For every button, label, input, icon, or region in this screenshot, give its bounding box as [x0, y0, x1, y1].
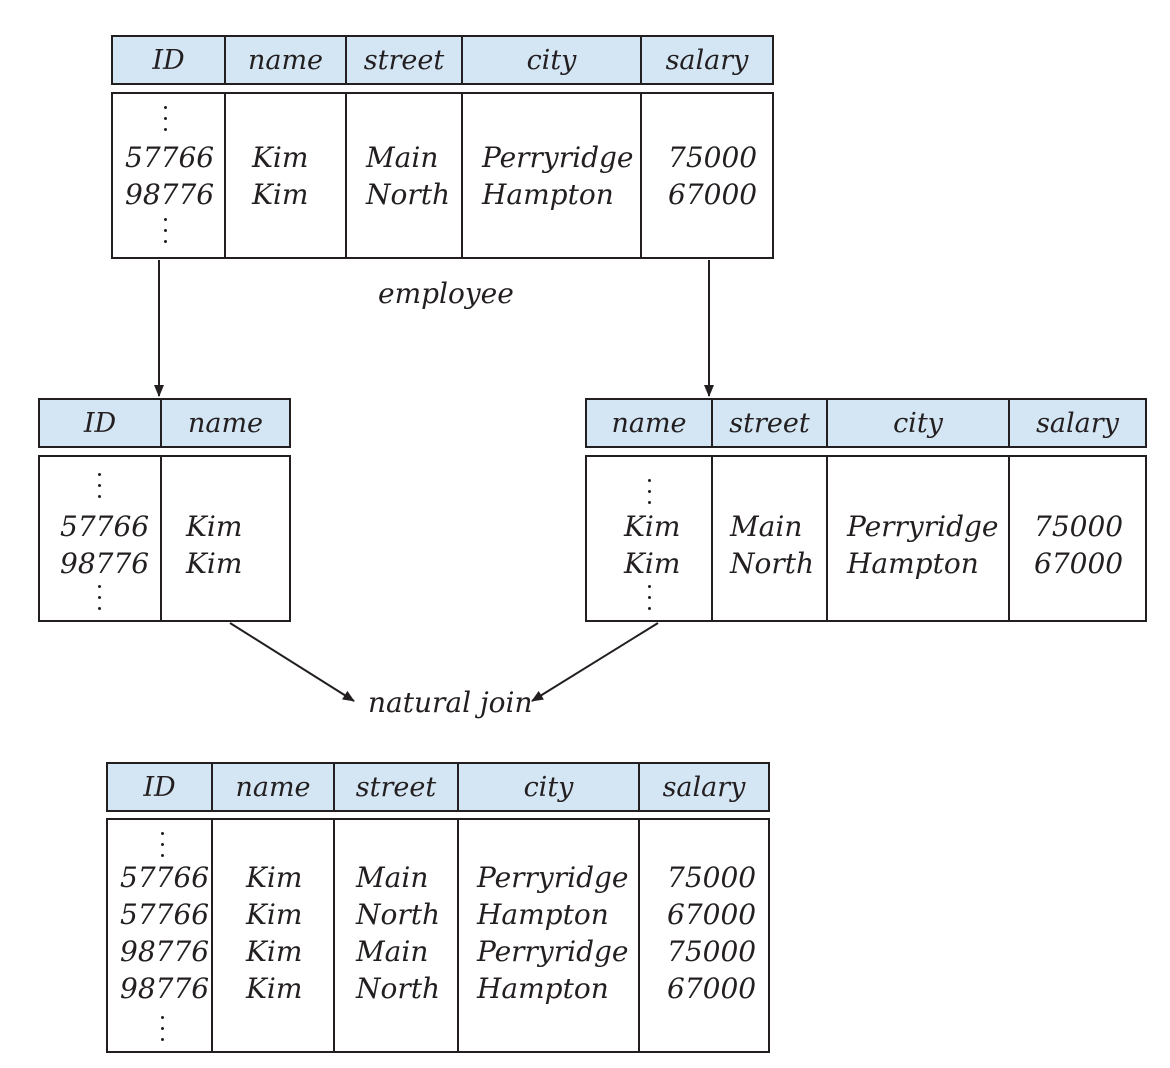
employee-cell: 57766 — [125, 141, 215, 174]
ellipsis-icon — [648, 585, 651, 611]
result-body: 57766 57766 98776 98776 Kim Kim Kim Kim … — [106, 818, 770, 1053]
right-header-city: city — [826, 400, 1008, 446]
employee-col-salary: 75000 67000 — [640, 94, 772, 257]
right-cell: Main — [730, 510, 803, 543]
employee-col-id: 57766 98776 — [113, 94, 224, 257]
ellipsis-icon — [161, 832, 164, 858]
result-header-name: name — [211, 764, 333, 810]
right-cell: North — [730, 547, 815, 580]
result-cell: Main — [356, 861, 429, 894]
result-cell: Perryridge — [477, 935, 629, 968]
natural-join-label: natural join — [368, 686, 533, 719]
result-cell: 57766 — [120, 898, 210, 931]
result-cell: 57766 — [120, 861, 210, 894]
employee-body: 57766 98776 Kim Kim Main North Perryridg… — [111, 92, 774, 259]
left-cell: 98776 — [60, 547, 150, 580]
employee-header-street: street — [345, 37, 461, 83]
arrow-right-to-join — [531, 622, 659, 702]
employee-cell: Kim — [252, 178, 309, 211]
result-cell: 98776 — [120, 935, 210, 968]
employee-header-city: city — [461, 37, 640, 83]
right-col-name: Kim Kim — [587, 457, 711, 620]
left-header-name: name — [160, 400, 289, 446]
result-header-street: street — [333, 764, 457, 810]
employee-cell: Main — [366, 141, 439, 174]
result-col-street: Main North Main North — [333, 820, 457, 1051]
ellipsis-icon — [164, 106, 167, 132]
right-col-street: Main North — [711, 457, 826, 620]
employee-cell: Kim — [252, 141, 309, 174]
right-header-salary: salary — [1008, 400, 1145, 446]
employee-header-salary: salary — [640, 37, 772, 83]
left-col-name: Kim Kim — [160, 457, 289, 620]
result-col-salary: 75000 67000 75000 67000 — [638, 820, 768, 1051]
right-col-city: Perryridge Hampton — [826, 457, 1008, 620]
left-col-id: 57766 98776 — [40, 457, 160, 620]
result-col-city: Perryridge Hampton Perryridge Hampton — [457, 820, 638, 1051]
result-cell: North — [356, 898, 441, 931]
employee-header: ID name street city salary — [111, 35, 774, 85]
left-projection-header: ID name — [38, 398, 291, 448]
employee-cell: Hampton — [482, 178, 614, 211]
employee-cell: 75000 — [668, 141, 758, 174]
left-cell: Kim — [186, 547, 243, 580]
right-projection-header: name street city salary — [585, 398, 1147, 448]
right-cell: Perryridge — [847, 510, 999, 543]
employee-header-name: name — [224, 37, 345, 83]
result-header-city: city — [457, 764, 638, 810]
employee-col-street: Main North — [345, 94, 461, 257]
result-cell: North — [356, 972, 441, 1005]
right-cell: Hampton — [847, 547, 979, 580]
result-cell: Hampton — [477, 972, 609, 1005]
result-cell: 67000 — [667, 972, 757, 1005]
left-cell: Kim — [186, 510, 243, 543]
result-cell: Perryridge — [477, 861, 629, 894]
result-header-id: ID — [143, 771, 176, 803]
result-header-salary: salary — [638, 764, 768, 810]
ellipsis-icon — [161, 1016, 164, 1042]
right-cell: 75000 — [1034, 510, 1124, 543]
right-projection-body: Kim Kim Main North Perryridge Hampton 75… — [585, 455, 1147, 622]
employee-col-name: Kim Kim — [224, 94, 345, 257]
result-header: ID name street city salary — [106, 762, 770, 812]
ellipsis-icon — [164, 218, 167, 244]
employee-cell: 98776 — [125, 178, 215, 211]
result-cell: Kim — [246, 935, 303, 968]
employee-header-id: ID — [152, 44, 185, 76]
result-cell: Kim — [246, 972, 303, 1005]
result-cell: Hampton — [477, 898, 609, 931]
employee-cell: Perryridge — [482, 141, 634, 174]
right-header-street: street — [711, 400, 826, 446]
arrow-left-to-join — [229, 622, 355, 702]
result-col-id: 57766 57766 98776 98776 — [108, 820, 211, 1051]
result-cell: 75000 — [667, 861, 757, 894]
right-header-name: name — [611, 407, 687, 439]
left-cell: 57766 — [60, 510, 150, 543]
left-header-id: ID — [83, 407, 117, 439]
employee-col-city: Perryridge Hampton — [461, 94, 640, 257]
right-cell: 67000 — [1034, 547, 1124, 580]
result-col-name: Kim Kim Kim Kim — [211, 820, 333, 1051]
employee-cell: North — [366, 178, 451, 211]
right-col-salary: 75000 67000 — [1008, 457, 1145, 620]
ellipsis-icon — [648, 479, 651, 505]
employee-label: employee — [378, 277, 514, 310]
result-cell: Kim — [246, 898, 303, 931]
result-cell: 75000 — [667, 935, 757, 968]
right-cell: Kim — [624, 547, 681, 580]
result-cell: 98776 — [120, 972, 210, 1005]
ellipsis-icon — [98, 585, 101, 611]
result-cell: Main — [356, 935, 429, 968]
result-cell: Kim — [246, 861, 303, 894]
result-cell: 67000 — [667, 898, 757, 931]
right-cell: Kim — [624, 510, 681, 543]
left-projection-body: 57766 98776 Kim Kim — [38, 455, 291, 622]
employee-cell: 67000 — [668, 178, 758, 211]
ellipsis-icon — [98, 473, 101, 499]
